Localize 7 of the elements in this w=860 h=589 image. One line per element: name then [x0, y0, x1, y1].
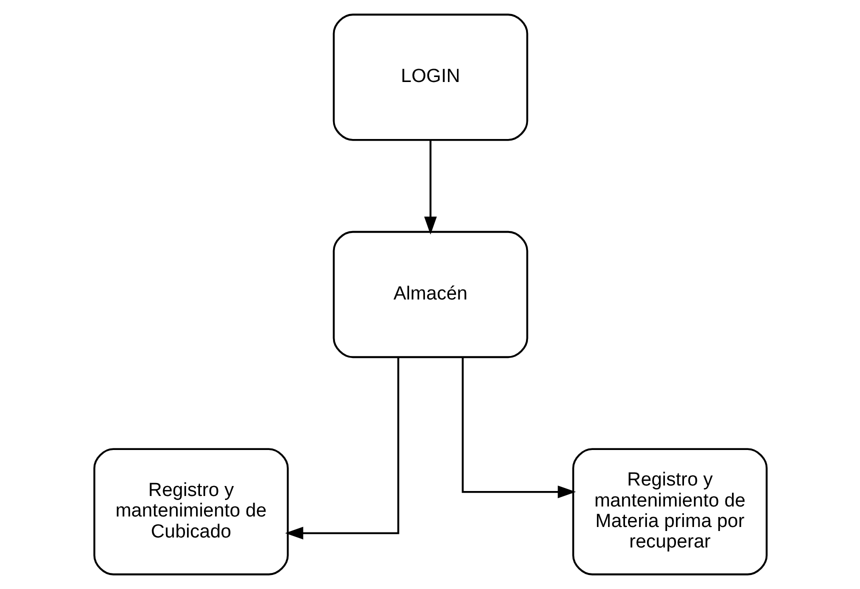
node-box: LOGIN [332, 14, 528, 141]
node-box: Registro y mantenimiento de Materia prima por recuperar [572, 448, 768, 576]
arrow [284, 357, 399, 540]
node-box: Registro y mantenimiento de Cubicado [92, 448, 288, 576]
arrow [461, 358, 576, 498]
arrow [424, 140, 436, 235]
node-box: Almacén [332, 230, 528, 358]
